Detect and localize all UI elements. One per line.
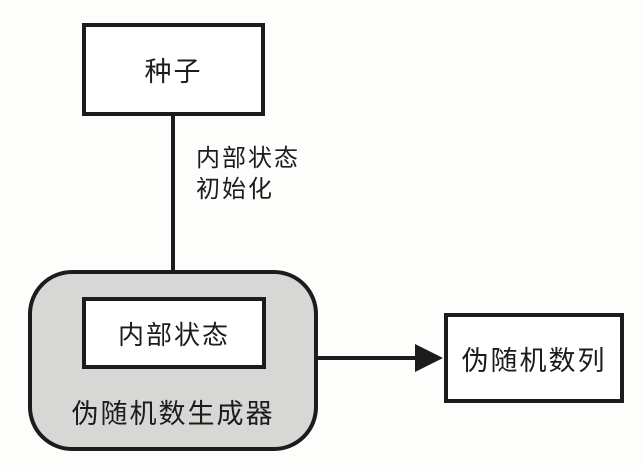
edge-seed-to-state-line (171, 114, 175, 272)
node-generator: 内部状态 伪随机数生成器 (28, 270, 318, 451)
edge-state-to-output-line (316, 356, 418, 360)
node-output-label: 伪随机数列 (461, 345, 607, 376)
edge-seed-to-state-label: 内部状态 初始化 (196, 143, 300, 205)
node-generator-label: 伪随机数生成器 (71, 399, 275, 429)
node-output: 伪随机数列 (444, 313, 624, 403)
node-internal-state: 内部状态 (82, 297, 266, 369)
arrowhead-right-icon (415, 344, 443, 372)
edge-label-line1: 内部状态 (196, 145, 300, 172)
node-seed-label: 种子 (144, 57, 203, 87)
edge-label-line2: 初始化 (196, 176, 274, 203)
node-seed: 种子 (82, 23, 265, 116)
node-internal-state-label: 内部状态 (117, 319, 230, 350)
